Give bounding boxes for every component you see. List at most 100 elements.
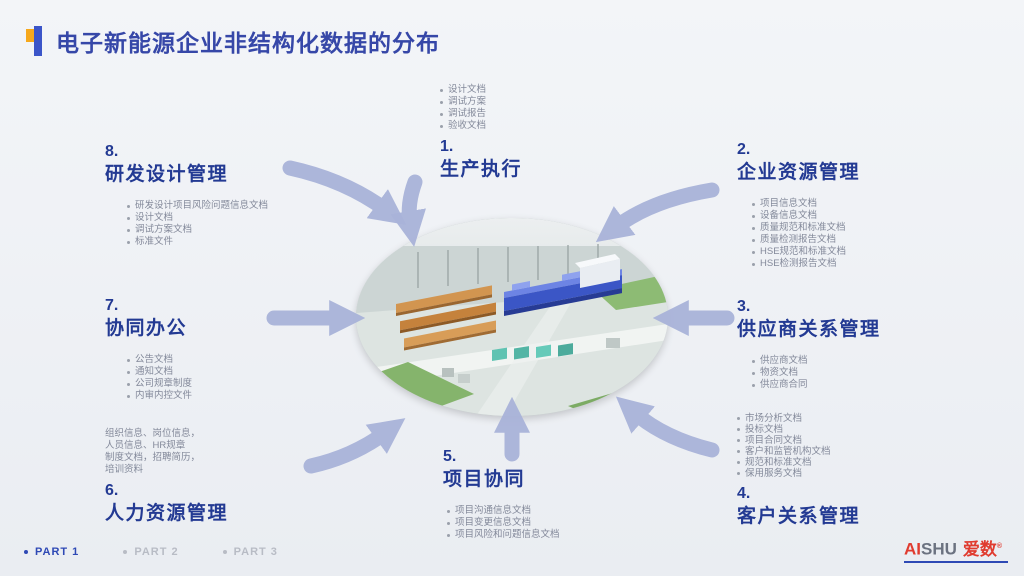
bullet-icon: [752, 262, 755, 266]
section-items: 组织信息、岗位信息，人员信息、HR规章制度文档，招聘简历，培训资料: [105, 428, 228, 476]
section-items: 供应商文档物资文档供应商合同: [752, 355, 881, 391]
section-item: 供应商文档: [752, 355, 881, 367]
part-dot-icon: [222, 550, 227, 554]
section-item: 调试方案: [440, 96, 522, 108]
arrow-rnd-design: [282, 160, 407, 225]
section-item: 供应商合同: [752, 379, 881, 391]
section-item: 调试报告: [440, 108, 522, 120]
section-item: 质量规范和标准文档: [752, 222, 860, 234]
section-item: 设备信息文档: [752, 210, 860, 222]
bullet-icon: [752, 214, 755, 218]
section-collaborative-office: 7. 协同办公 公告文档通知文档公司规章制度内审内控文件: [105, 296, 192, 402]
office-roof: [575, 254, 620, 268]
logo-cn: 爱数: [962, 539, 997, 559]
bullet-icon: [737, 450, 740, 453]
section-number: 2.: [737, 141, 751, 158]
section-supplier-relationship: 3. 供应商关系管理 供应商文档物资文档供应商合同: [737, 297, 881, 391]
section-item: HSE规范和标准文档: [752, 246, 860, 258]
section-item: 项目合同文档: [737, 435, 860, 446]
section-title: 供应商关系管理: [737, 319, 881, 340]
arrow-human-resource: [303, 418, 406, 474]
section-customer-relationship: 市场分析文档投标文档项目合同文档客户和监管机构文档规范和标准文档保用服务文档 4…: [737, 413, 860, 530]
section-item: 市场分析文档: [737, 413, 860, 424]
bullet-icon: [447, 521, 450, 525]
section-item: 设计文档: [440, 84, 522, 96]
part-2-indicator: PART 2: [123, 546, 178, 558]
section-production-execution: 设计文档调试方案调试报告验收文档 1. 生产执行: [440, 84, 522, 183]
section-item: 项目信息文档: [752, 198, 860, 210]
part-dot-icon: [24, 550, 28, 554]
bullet-icon: [737, 428, 740, 431]
bullet-icon: [752, 383, 755, 387]
section-item: 保用服务文档: [737, 468, 860, 479]
office-building: [580, 259, 620, 288]
bullet-icon: [752, 250, 755, 254]
bullet-icon: [127, 204, 130, 208]
section-item: 组织信息、岗位信息，: [105, 428, 201, 439]
title-marker-icon: [26, 26, 46, 56]
bullet-icon: [440, 112, 443, 116]
section-rnd-design: 8. 研发设计管理 研发设计项目风险问题信息文档设计文档调试方案文档标准文件: [105, 142, 268, 248]
part-nav: PART 1 PART 2 PART 3: [24, 546, 278, 558]
bullet-icon: [127, 228, 130, 232]
section-number: 8.: [105, 143, 119, 160]
bullet-icon: [440, 124, 443, 128]
section-item: 公告文档: [127, 354, 192, 366]
logo-shu: SHU: [921, 539, 957, 559]
machines: [492, 343, 573, 361]
title-marker-blue-bar: [34, 26, 42, 56]
section-item: 物资文档: [752, 367, 881, 379]
bullet-icon: [127, 394, 130, 398]
section-project-collaboration: 5. 项目协同 项目沟通信息文档项目变更信息文档项目风险和问题信息文档: [443, 447, 560, 541]
arrow-production-execution: [390, 174, 426, 247]
part-3-indicator: PART 3: [222, 546, 278, 558]
logo-underline: [904, 560, 1008, 563]
bullet-icon: [752, 359, 755, 363]
bullet-icon: [737, 439, 740, 442]
section-item: 公司规章制度: [127, 378, 192, 390]
bullet-icon: [127, 358, 130, 362]
part-dot-icon: [123, 550, 128, 554]
section-item: 制度文档，招聘简历，: [105, 452, 201, 463]
bullet-icon: [752, 202, 755, 206]
bullet-icon: [447, 509, 450, 513]
section-items: 项目沟通信息文档项目变更信息文档项目风险和问题信息文档: [447, 505, 560, 541]
section-item: 研发设计项目风险问题信息文档: [127, 200, 268, 212]
bullet-icon: [737, 472, 740, 475]
section-item: 内审内控文件: [127, 390, 192, 402]
title-row: 电子新能源企业非结构化数据的分布: [26, 24, 440, 58]
section-title: 人力资源管理: [105, 503, 229, 524]
section-item: 项目风险和问题信息文档: [447, 529, 560, 541]
arrow-enterprise-resource: [595, 182, 720, 243]
section-items: 设计文档调试方案调试报告验收文档: [440, 84, 522, 132]
section-item: HSE检测报告文档: [752, 258, 860, 270]
section-item: 验收文档: [440, 120, 522, 132]
part-label: PART 1: [35, 546, 80, 558]
crates: [442, 338, 620, 383]
bullet-icon: [127, 240, 130, 244]
bullet-icon: [447, 533, 450, 537]
section-item: 项目沟通信息文档: [447, 505, 560, 517]
bullet-icon: [127, 216, 130, 220]
section-number: 5.: [443, 448, 457, 465]
section-title: 研发设计管理: [105, 164, 229, 185]
section-title: 客户关系管理: [737, 506, 861, 527]
section-item: 客户和监管机构文档: [737, 446, 860, 457]
factory-3d-scene: [356, 218, 668, 416]
bullet-icon: [127, 382, 130, 386]
section-item: 质量检测报告文档: [752, 234, 860, 246]
section-title: 企业资源管理: [737, 162, 861, 183]
section-item: 设计文档: [127, 212, 268, 224]
section-item: 培训资料: [105, 464, 144, 475]
section-items: 市场分析文档投标文档项目合同文档客户和监管机构文档规范和标准文档保用服务文档: [737, 413, 860, 479]
bullet-icon: [127, 370, 130, 374]
section-title: 项目协同: [443, 469, 526, 490]
bullet-icon: [752, 371, 755, 375]
logo-ai: AI: [904, 539, 921, 559]
section-number: 6.: [105, 482, 119, 499]
bullet-icon: [440, 100, 443, 104]
